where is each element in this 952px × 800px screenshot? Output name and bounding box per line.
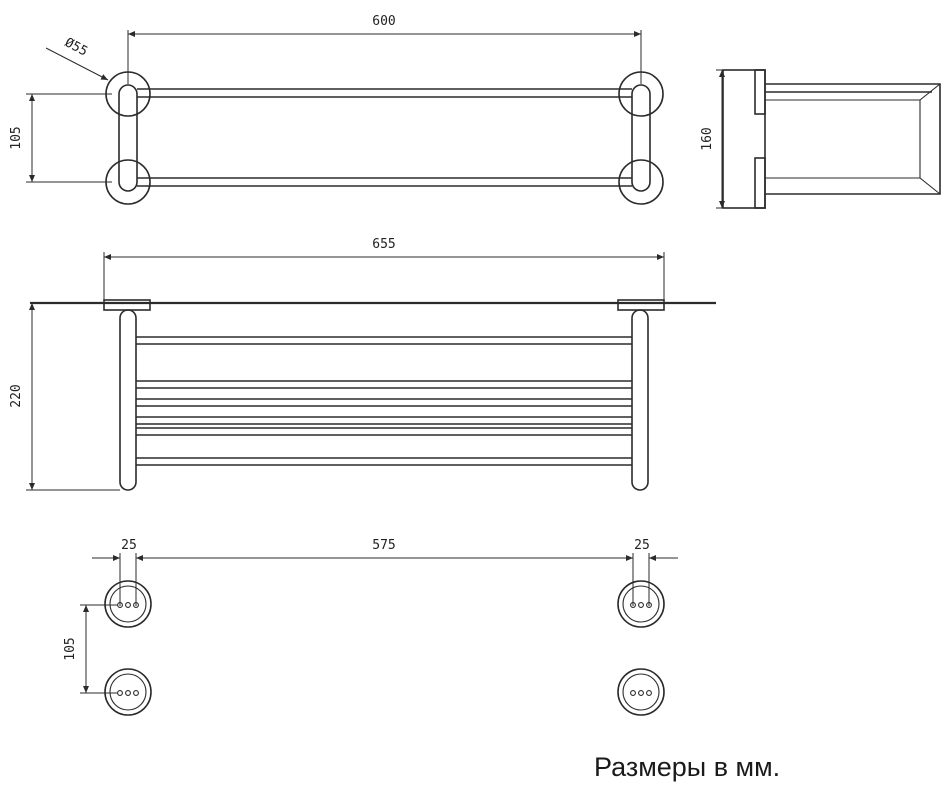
mount-right (617, 299, 665, 311)
dim-hole-vertical: 105 (63, 637, 78, 660)
post-left (118, 84, 138, 192)
front-post-left (119, 309, 137, 491)
front-rails (136, 336, 632, 466)
hole-plate-top-left (104, 580, 152, 628)
dim-top-depth: 105 (9, 126, 24, 149)
side-view: 160 (700, 69, 941, 209)
dim-front-height: 220 (9, 384, 24, 407)
post-right (631, 84, 651, 192)
dim-offset-right: 25 (634, 538, 650, 553)
hole-plate-top-right (617, 580, 665, 628)
dim-hole-spacing: 575 (372, 538, 395, 553)
mounting-holes: 25 575 25 105 (63, 538, 678, 716)
flange-bottom-right (618, 159, 664, 205)
top-view: 600 Ø55 105 (9, 14, 664, 205)
flange-bottom-left (105, 159, 151, 205)
front-post-right (631, 309, 649, 491)
dim-offset-left: 25 (121, 538, 137, 553)
side-wall-plate (722, 69, 766, 209)
hole-plate-bottom-left (104, 668, 152, 716)
dim-side-depth: 160 (700, 127, 715, 150)
units-caption: Размеры в мм. (594, 752, 781, 782)
dim-top-width: 600 (372, 14, 395, 29)
hole-plate-bottom-right (617, 668, 665, 716)
mount-left (103, 299, 151, 311)
front-view: 655 220 (9, 237, 716, 491)
dim-front-width: 655 (372, 237, 395, 252)
dim-flange-diameter: Ø55 (62, 35, 90, 59)
